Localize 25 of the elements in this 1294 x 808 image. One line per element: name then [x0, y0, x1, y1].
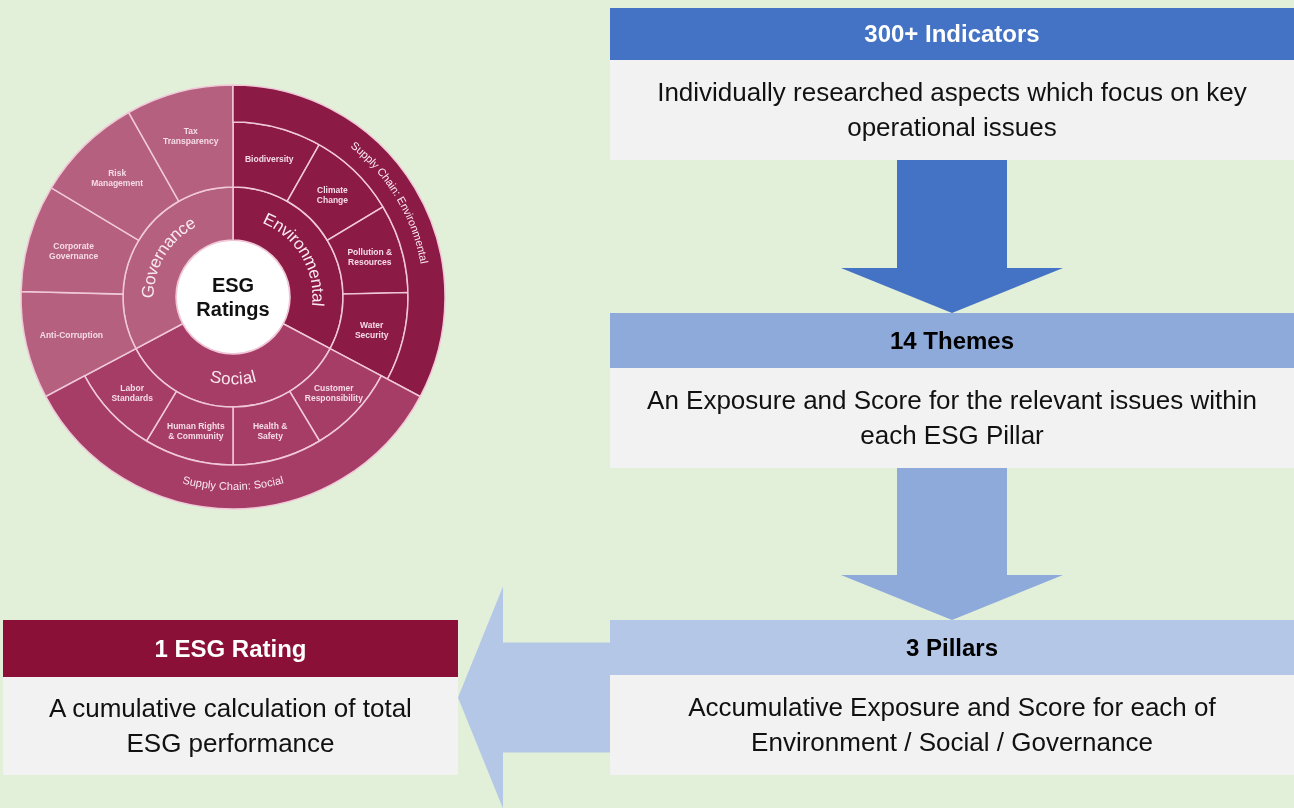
ring-label: Supply Chain: Social [181, 473, 285, 492]
segment-label: Customer Responsibility [304, 382, 363, 403]
segment-label: Risk Management [91, 168, 144, 189]
block-arrow [458, 586, 610, 808]
box-text: Accumulative Exposure and Score for each of Environment / Social / Governance [610, 675, 1294, 775]
segment-label: Anti-Corruption [39, 330, 104, 341]
segment-label: Health & Safety [252, 420, 288, 441]
segment-label: Water Security [354, 319, 389, 340]
block-arrow [841, 160, 1063, 313]
box-heading: 1 ESG Rating [3, 620, 458, 677]
box-heading: 300+ Indicators [610, 8, 1294, 60]
ring-label: Social [208, 367, 259, 390]
box-text: Individually researched aspects which focus on key operational issues [610, 60, 1294, 160]
box-text: An Exposure and Score for the relevant issues within each ESG Pillar [610, 368, 1294, 468]
segment-label: Climate Change [316, 184, 348, 205]
segment-label: Labor Standards [111, 382, 153, 403]
segment-label: Corporate Governance [49, 240, 99, 261]
box-heading: 3 Pillars [610, 620, 1294, 675]
segment-label: Human Rights & Community [167, 420, 225, 441]
box-heading: 14 Themes [610, 313, 1294, 368]
block-arrow [841, 468, 1063, 620]
segment-label: Tax Transparency [163, 126, 219, 147]
box-text: A cumulative calculation of total ESG performance [3, 677, 458, 775]
segment-label: Biodiversity [244, 154, 294, 165]
segment-label: Pollution & Resources [347, 247, 393, 268]
